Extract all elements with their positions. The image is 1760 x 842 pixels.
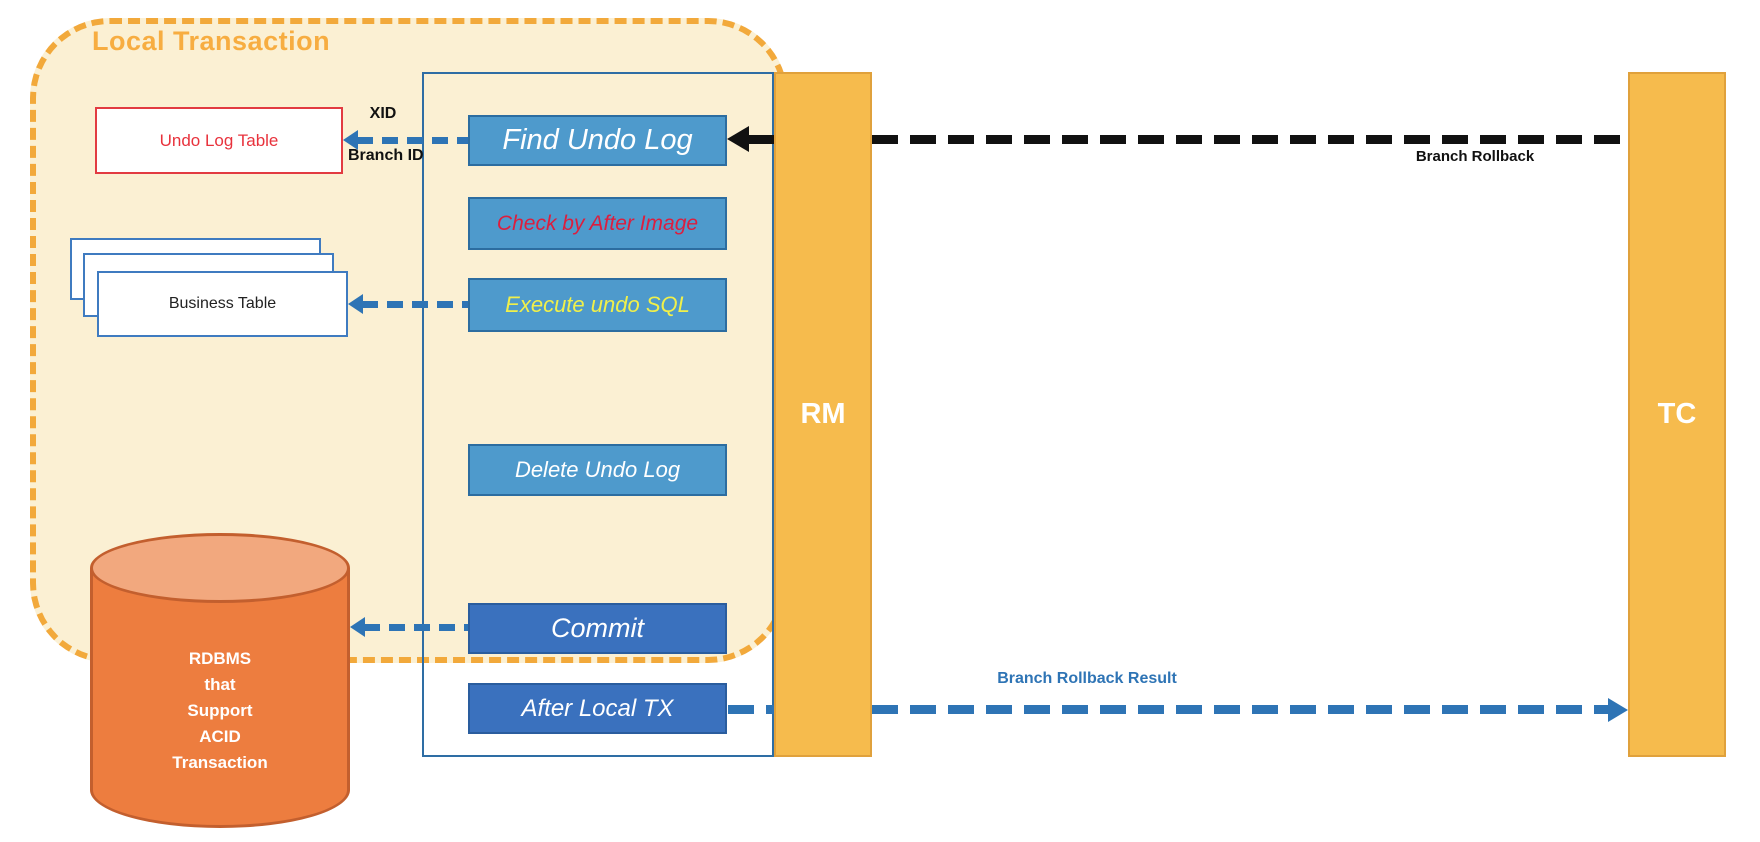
step-check-by-after-image-label: Check by After Image (496, 211, 699, 235)
actor-bar-rm: RM (774, 72, 872, 757)
xid-label: XID (369, 105, 397, 122)
rdbms-line-4: ACID (199, 726, 241, 746)
branch-rollback-result-label: Branch Rollback Result (997, 670, 1177, 687)
commit-arrowhead (350, 617, 365, 637)
tc-label: TC (1657, 398, 1697, 430)
step-commit: Commit (468, 603, 727, 654)
step-execute-undo-sql: Execute undo SQL (468, 278, 727, 332)
xid-arrowhead (343, 130, 358, 150)
rm-label: RM (800, 398, 846, 430)
branch-rollback-label: Branch Rollback (1415, 148, 1535, 165)
rdbms-label: RDBMS that Support ACID Transaction (172, 618, 267, 776)
step-delete-undo-log: Delete Undo Log (468, 444, 727, 496)
branch-rollback-arrow-line (872, 135, 1627, 144)
execute-undo-sql-arrowhead (348, 294, 363, 314)
step-execute-undo-sql-label: Execute undo SQL (505, 292, 690, 317)
step-find-undo-log: Find Undo Log (468, 115, 727, 166)
actor-bar-tc: TC (1628, 72, 1726, 757)
step-delete-undo-log-label: Delete Undo Log (514, 457, 681, 482)
rdbms-line-2: that (204, 674, 236, 694)
step-after-local-tx: After Local TX (468, 683, 727, 734)
xid-arrow-line (357, 137, 468, 144)
step-after-local-tx-label: After Local TX (521, 694, 674, 722)
step-check-by-after-image: Check by After Image (468, 197, 727, 250)
rdbms-cylinder-top (90, 533, 350, 603)
business-table-label: Business Table (168, 295, 277, 312)
step-commit-label: Commit (551, 613, 644, 643)
branch-rollback-result-arrowhead (1608, 698, 1628, 722)
branch-rollback-arrow-stub (748, 135, 775, 144)
branch-rollback-result-line (872, 705, 1609, 714)
commit-arrow-line (364, 624, 468, 631)
execute-undo-sql-arrow-line (362, 301, 468, 308)
business-table-node: Business Table (97, 271, 348, 337)
rdbms-line-1: RDBMS (188, 648, 252, 668)
undo-log-table-label: Undo Log Table (159, 130, 279, 150)
undo-log-table-node: Undo Log Table (95, 107, 343, 174)
step-find-undo-log-label: Find Undo Log (502, 124, 693, 156)
branch-id-label: Branch ID (348, 147, 424, 164)
rdbms-line-5: Transaction (172, 752, 268, 772)
branch-rollback-arrowhead (727, 126, 749, 152)
rdbms-line-3: Support (187, 700, 253, 720)
rdbms-cylinder: RDBMS that Support ACID Transaction (90, 568, 350, 828)
local-transaction-title: Local Transaction (92, 26, 331, 56)
sequence-container (422, 72, 774, 757)
branch-rollback-result-stub (728, 705, 775, 714)
